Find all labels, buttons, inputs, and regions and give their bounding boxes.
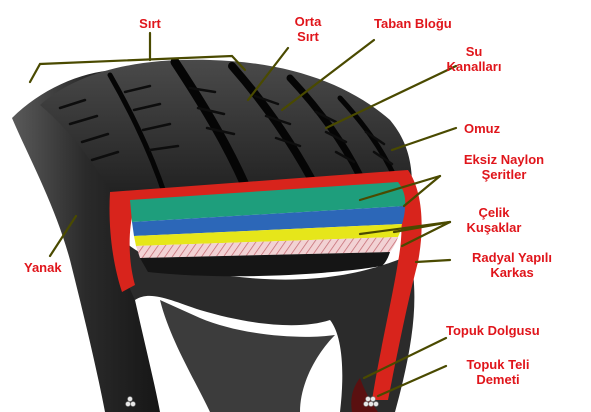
label-celik-line1: Çelik — [478, 205, 510, 220]
label-naylon-line2: Şeritler — [481, 167, 527, 182]
label-radyal-line1: Radyal Yapılı — [472, 250, 552, 265]
label-taban-blogu: Taban Bloğu — [374, 16, 452, 31]
label-celik-kusaklar: Çelik Kuşaklar — [452, 205, 536, 235]
label-orta-sirt: Orta Sırt — [286, 14, 330, 44]
leader-naylon — [358, 174, 442, 202]
leader-radyal — [414, 258, 452, 264]
sirt-bracket — [28, 54, 247, 84]
ply-hatched — [136, 237, 398, 258]
label-su-line2: Kanalları — [446, 59, 502, 74]
label-naylon-line1: Eksiz Naylon — [463, 152, 545, 167]
label-su-line1: Su — [465, 44, 483, 59]
label-topuk-teli: Topuk Teli Demeti — [452, 357, 544, 387]
label-topuk-dolgusu: Topuk Dolgusu — [446, 323, 540, 338]
bead-wire-bundle — [125, 396, 379, 407]
label-celik-line2: Kuşaklar — [466, 220, 522, 235]
belt-yellow — [134, 224, 402, 246]
leader-su — [324, 64, 458, 130]
tread-sipes — [58, 84, 394, 166]
label-omuz: Omuz — [464, 121, 501, 136]
label-eksiz-naylon: Eksiz Naylon Şeritler — [444, 152, 564, 182]
inner-rubber — [140, 252, 390, 277]
label-yanak: Yanak — [24, 260, 62, 275]
label-sirt: Sırt — [139, 16, 161, 31]
leader-topuk-teli — [376, 364, 448, 398]
label-orta-sirt-line2: Sırt — [297, 29, 319, 44]
label-radyal-karkas: Radyal Yapılı Karkas — [452, 250, 572, 280]
carcass-red — [109, 170, 422, 400]
leader-orta-sirt — [246, 46, 290, 102]
label-orta-sirt-line1: Orta — [294, 14, 322, 29]
label-su-kanallari: Su Kanalları — [424, 44, 524, 74]
sidewall-inner — [118, 235, 415, 412]
label-topuk-teli-line2: Demeti — [476, 372, 520, 387]
label-topuk-teli-line1: Topuk Teli — [466, 357, 530, 372]
label-radyal-line2: Karkas — [490, 265, 534, 280]
leader-omuz — [390, 126, 458, 152]
inner-liner — [160, 300, 335, 412]
belt-blue — [132, 206, 405, 236]
leader-taban — [280, 38, 376, 112]
leader-lines — [28, 31, 458, 398]
leader-topuk-dolgu — [362, 336, 448, 380]
leader-yanak — [48, 214, 78, 258]
nylon-layer — [130, 182, 406, 222]
